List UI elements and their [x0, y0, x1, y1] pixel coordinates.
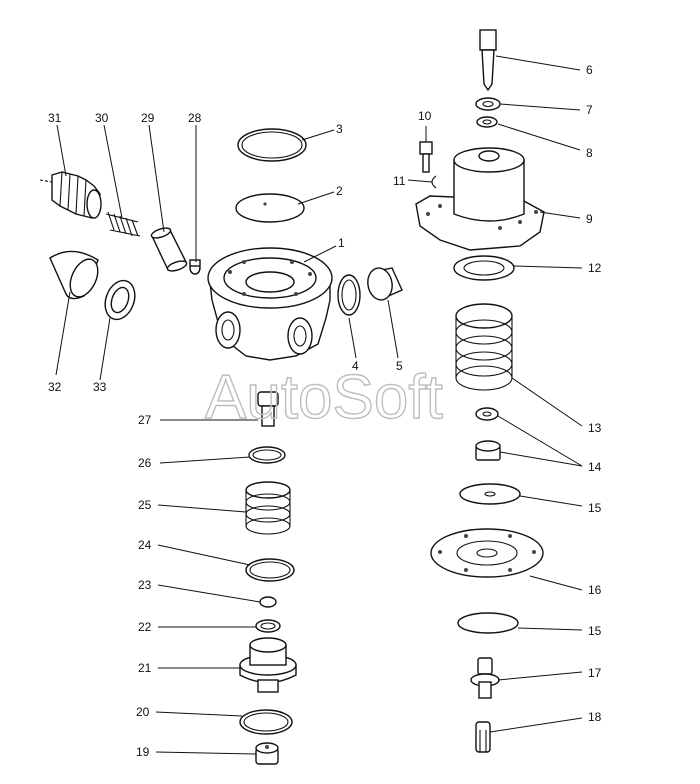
part-1-housing: [207, 247, 333, 361]
part-19-screw-cap: [255, 742, 279, 765]
part-33-nut-ring: [104, 279, 136, 321]
part-18-pin: [475, 721, 491, 753]
part-16-diaphragm: [430, 528, 544, 578]
label-25: 25: [138, 498, 152, 512]
part-31-bellows: [39, 171, 102, 219]
part-13-spring: [455, 303, 513, 391]
label-32: 32: [48, 380, 62, 394]
label-30: 30: [95, 111, 109, 125]
part-11-clip: [431, 175, 437, 189]
watermark: AutoSoft: [205, 363, 443, 432]
label-15-upper: 15: [588, 501, 602, 515]
part-4-o-ring: [337, 274, 361, 316]
label-23: 23: [138, 578, 152, 592]
label-6: 6: [586, 63, 593, 77]
label-7: 7: [586, 103, 593, 117]
part-14-nuts: [475, 407, 501, 461]
label-27: 27: [138, 413, 152, 427]
label-10: 10: [418, 109, 432, 123]
part-22-ring: [255, 619, 281, 633]
label-13: 13: [588, 421, 602, 435]
label-18: 18: [588, 710, 602, 724]
part-2-disc: [235, 193, 305, 223]
label-5: 5: [396, 359, 403, 373]
label-19: 19: [136, 745, 150, 759]
part-12-washer: [453, 255, 515, 281]
label-21: 21: [138, 661, 152, 675]
part-5-cap-plug: [367, 267, 403, 301]
part-26-washer: [248, 446, 286, 464]
part-25-spring: [245, 481, 291, 535]
label-28: 28: [188, 111, 202, 125]
part-labels: 31 30 29 28 3 2 1 4 5 32 33 6 7 8 10 11 …: [48, 63, 602, 759]
part-7-nut: [475, 97, 501, 111]
part-28-plug: [189, 259, 201, 275]
label-33: 33: [93, 380, 107, 394]
label-4: 4: [352, 359, 359, 373]
label-9: 9: [586, 212, 593, 226]
label-12: 12: [588, 261, 602, 275]
label-1: 1: [338, 236, 345, 250]
part-29-bushing: [150, 227, 188, 272]
part-23-small-ring: [259, 596, 277, 608]
label-20: 20: [136, 705, 150, 719]
part-6-pin: [479, 29, 497, 92]
part-15-upper-disc: [459, 483, 521, 505]
part-17-valve: [470, 657, 500, 699]
label-15-lower: 15: [588, 624, 602, 638]
label-2: 2: [336, 184, 343, 198]
part-30-spring: [105, 211, 141, 237]
label-8: 8: [586, 146, 593, 160]
part-9-spring-cover: [415, 147, 545, 251]
part-20-snap-ring: [239, 709, 293, 735]
label-11: 11: [393, 174, 406, 188]
part-21-valve-seat: [239, 637, 297, 693]
part-8-washer: [476, 116, 498, 128]
label-22: 22: [138, 620, 152, 634]
part-15-lower-disc: [457, 612, 519, 634]
label-29: 29: [141, 111, 155, 125]
label-26: 26: [138, 456, 152, 470]
label-3: 3: [336, 122, 343, 136]
label-17: 17: [588, 666, 602, 680]
part-3-snap-ring: [237, 128, 307, 162]
label-14: 14: [588, 460, 602, 474]
part-10-bolt: [419, 141, 433, 173]
part-27-valve-stem: [257, 391, 279, 427]
label-31: 31: [48, 111, 62, 125]
part-32-cone-cap: [49, 250, 99, 300]
label-24: 24: [138, 538, 152, 552]
label-16: 16: [588, 583, 602, 597]
leader-lines: [55, 55, 583, 755]
part-24-o-ring: [245, 558, 295, 582]
